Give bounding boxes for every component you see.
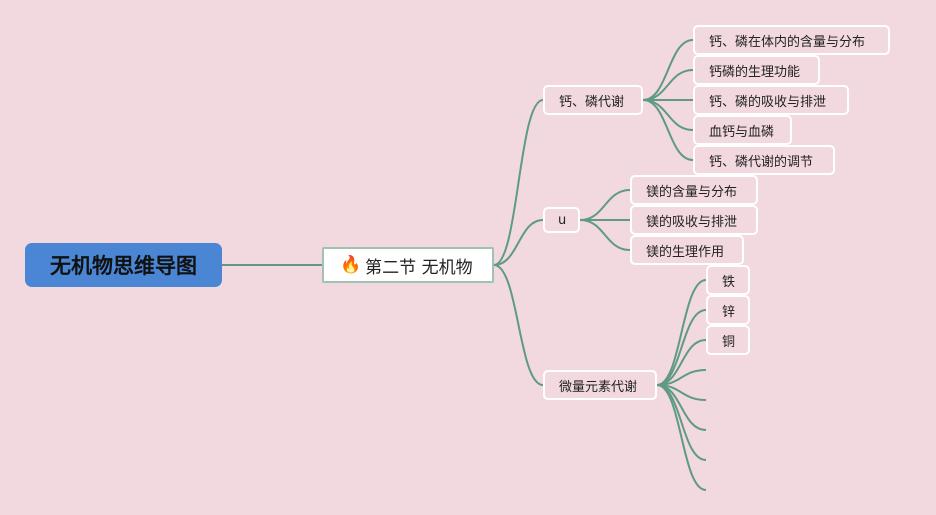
list-item[interactable]: 镁的生理作用 [630, 235, 744, 265]
connector-line [579, 189, 631, 221]
connector-line [656, 384, 707, 461]
root-label: 无机物思维导图 [50, 254, 197, 278]
connector-line [642, 99, 694, 131]
list-item[interactable]: 钙、磷代谢的调节 [693, 145, 835, 175]
list-item[interactable]: 镁的含量与分布 [630, 175, 758, 205]
branch-trace-elements[interactable]: 微量元素代谢 [543, 370, 657, 400]
connector-line [656, 384, 707, 491]
connector-line [493, 264, 544, 386]
connector-line [579, 219, 631, 251]
list-item[interactable]: 锌 [706, 295, 750, 325]
branch-calcium-phosphorus[interactable]: 钙、磷代谢 [543, 85, 643, 115]
connector-line [642, 39, 694, 101]
branch-magnesium[interactable]: u [543, 207, 580, 233]
list-item[interactable]: 钙、磷的吸收与排泄 [693, 85, 849, 115]
connector-line [493, 99, 544, 266]
list-item[interactable]: 钙、磷在体内的含量与分布 [693, 25, 890, 55]
connector-line [493, 219, 544, 266]
list-item[interactable]: 钙磷的生理功能 [693, 55, 820, 85]
connector-line [656, 309, 707, 386]
connector-line [642, 69, 694, 101]
list-item[interactable]: 镁的吸收与排泄 [630, 205, 758, 235]
root-node[interactable]: 无机物思维导图 [25, 243, 222, 287]
list-item[interactable]: 铁 [706, 265, 750, 295]
connector-line [642, 99, 694, 161]
list-item[interactable]: 铜 [706, 325, 750, 355]
list-item[interactable]: 血钙与血磷 [693, 115, 792, 145]
section-node[interactable]: 🔥第二节 无机物 [322, 247, 494, 283]
fire-icon: 🔥 [340, 255, 362, 275]
section-label: 第二节 无机物 [365, 257, 473, 278]
connector-line [656, 279, 707, 386]
